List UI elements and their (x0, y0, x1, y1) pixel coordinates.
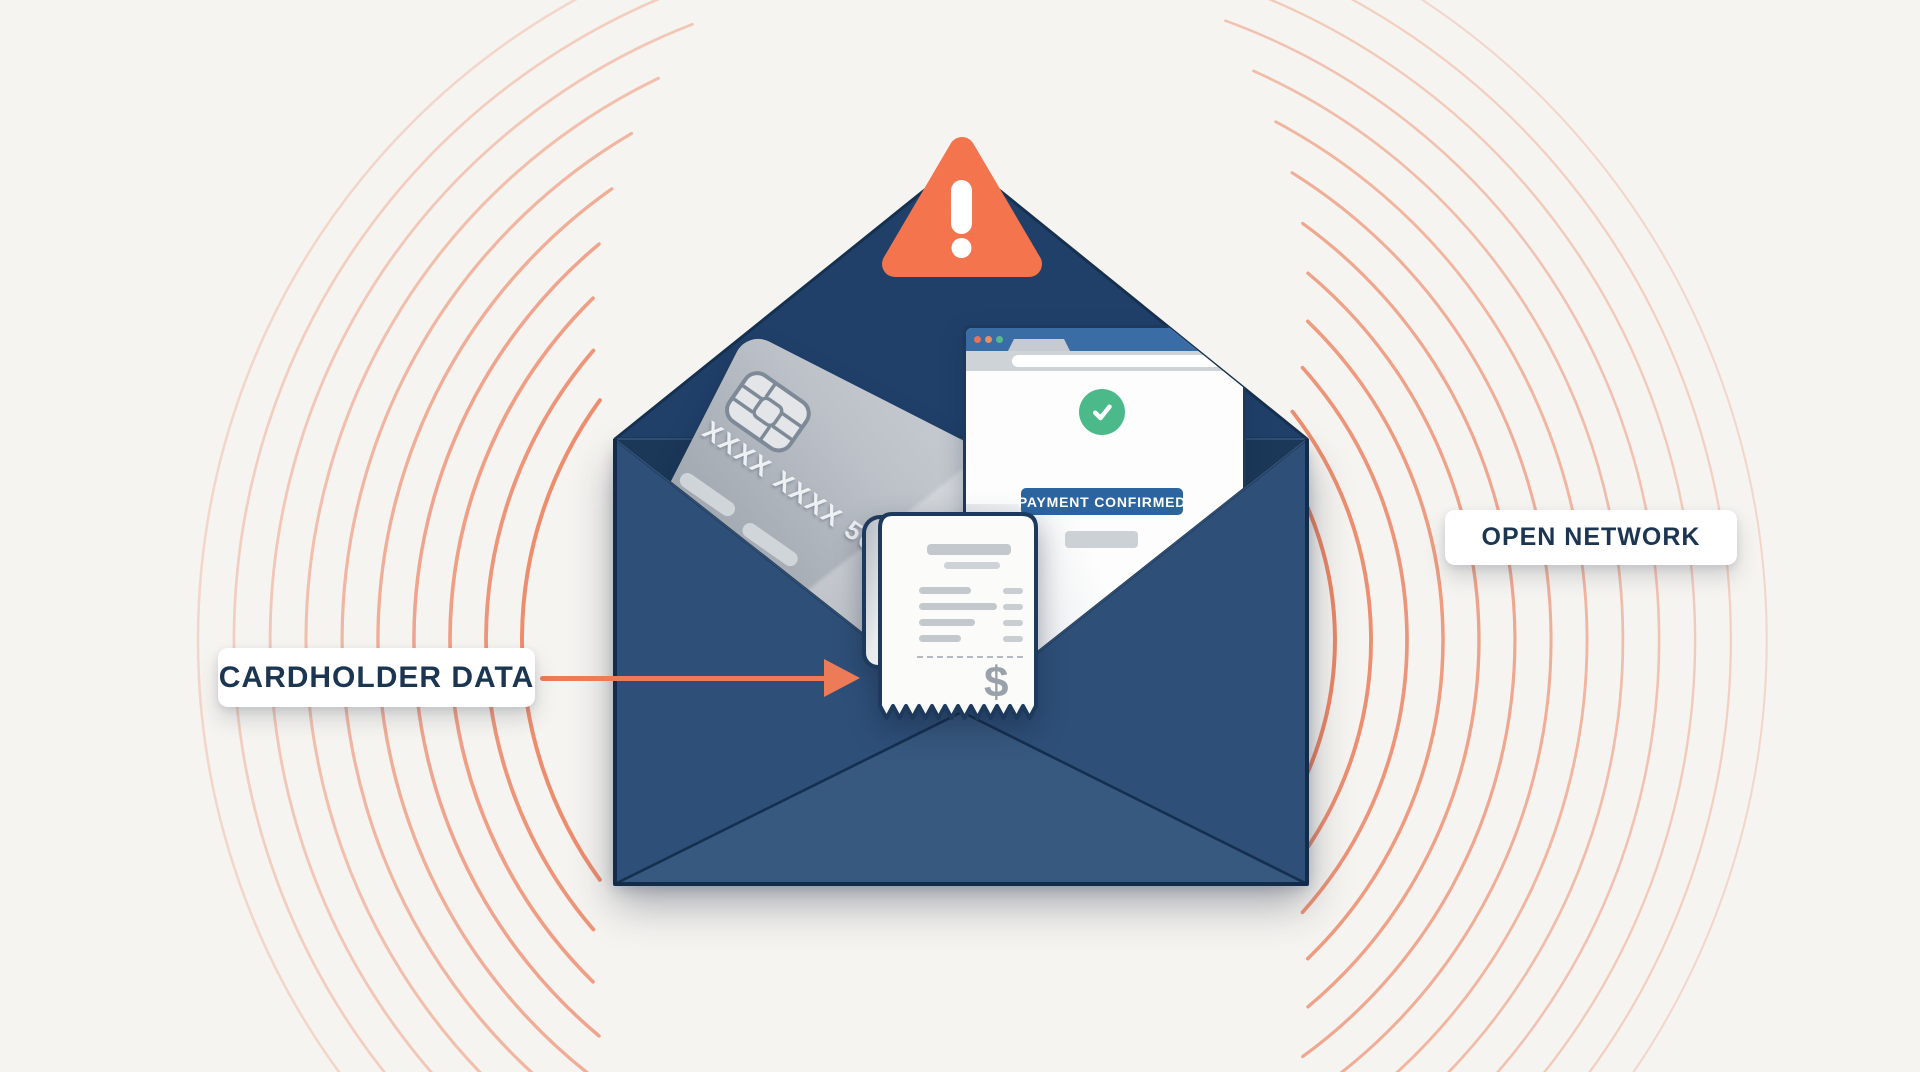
open-network-label: OPEN NETWORK (1445, 510, 1737, 565)
window-dot-icon (985, 336, 992, 343)
window-dot-icon (996, 336, 1003, 343)
receipt-line (919, 635, 961, 642)
browser-tab (1008, 339, 1070, 351)
receipt-divider (917, 656, 1023, 658)
window-dot-icon (974, 336, 981, 343)
card-chip-icon (725, 370, 811, 452)
receipt-title-bar (927, 544, 1011, 555)
cardholder-data-label-text: CARDHOLDER DATA (218, 660, 535, 694)
placeholder-bar (1065, 531, 1138, 548)
arrow-head-icon (824, 659, 860, 697)
dollar-symbol: $ (984, 658, 1009, 707)
browser-header (966, 328, 1243, 351)
receipt-line (919, 587, 971, 594)
receipt: $ (860, 508, 1044, 740)
browser-toolbar (966, 351, 1243, 371)
receipt-amount-line (1003, 636, 1023, 642)
card-inner-group: XXXX XXXX 5678 (615, 329, 1127, 712)
open-network-label-text: OPEN NETWORK (1481, 523, 1701, 551)
receipt-line (919, 603, 997, 610)
check-icon (1079, 389, 1125, 435)
receipt-line (919, 619, 975, 626)
receipt-amount-line (1003, 620, 1023, 626)
warning-triangle-icon (882, 137, 1042, 277)
arrow-shaft (540, 675, 826, 681)
receipt-subtitle-bar (944, 562, 1000, 569)
receipt-amount-line (1003, 604, 1023, 610)
url-bar (1012, 355, 1221, 367)
receipt-amount-line (1003, 588, 1023, 594)
cardholder-data-label: CARDHOLDER DATA (218, 648, 535, 707)
credit-card: XXXX XXXX 5678 (618, 330, 1140, 712)
payment-confirmed-button: PAYMENT CONFIRMED (1018, 488, 1185, 515)
